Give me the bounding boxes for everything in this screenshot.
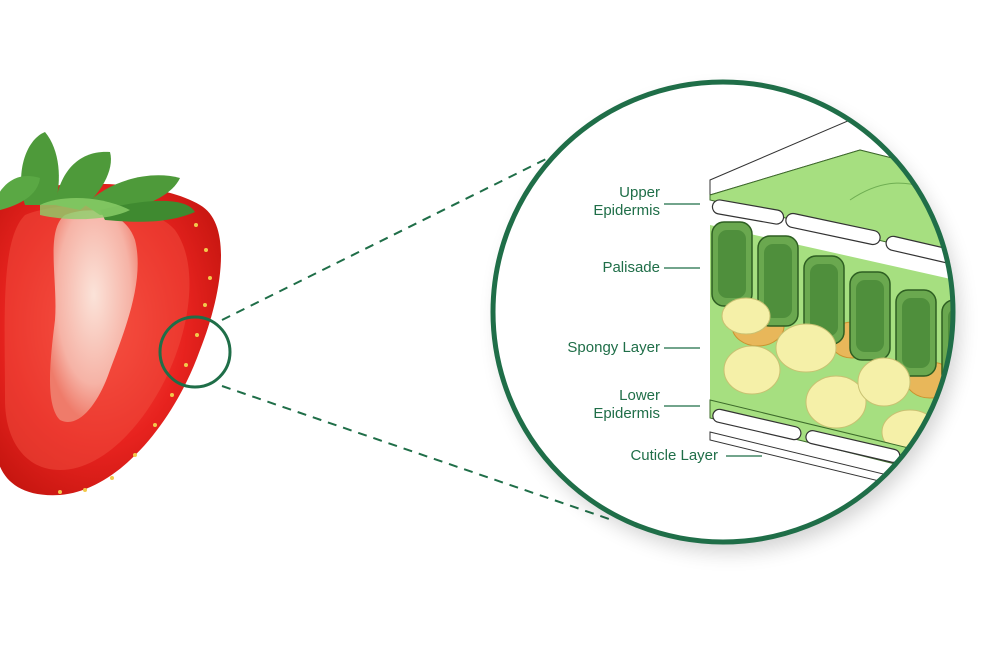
label-upper-epidermis-line2: Epidermis xyxy=(593,202,660,219)
connector-top xyxy=(221,157,549,321)
label-upper-epidermis: Upper Epidermis xyxy=(593,184,660,220)
label-palisade: Palisade xyxy=(602,259,660,276)
leaf-cross-section xyxy=(709,119,953,491)
leader-lines xyxy=(664,203,762,457)
zoom-circle-icon xyxy=(158,315,232,389)
connector-bottom xyxy=(221,385,613,521)
label-upper-epidermis-line1: Upper xyxy=(619,184,660,201)
label-lower-epidermis: Lower Epidermis xyxy=(593,387,660,423)
strawberry-half-icon xyxy=(0,132,221,496)
label-cuticle-layer: Cuticle Layer xyxy=(630,447,718,464)
magnified-view-border xyxy=(490,79,956,545)
label-lower-epidermis-line2: Epidermis xyxy=(593,405,660,422)
label-lower-epidermis-line1: Lower xyxy=(619,387,660,404)
label-spongy-layer: Spongy Layer xyxy=(567,339,660,356)
